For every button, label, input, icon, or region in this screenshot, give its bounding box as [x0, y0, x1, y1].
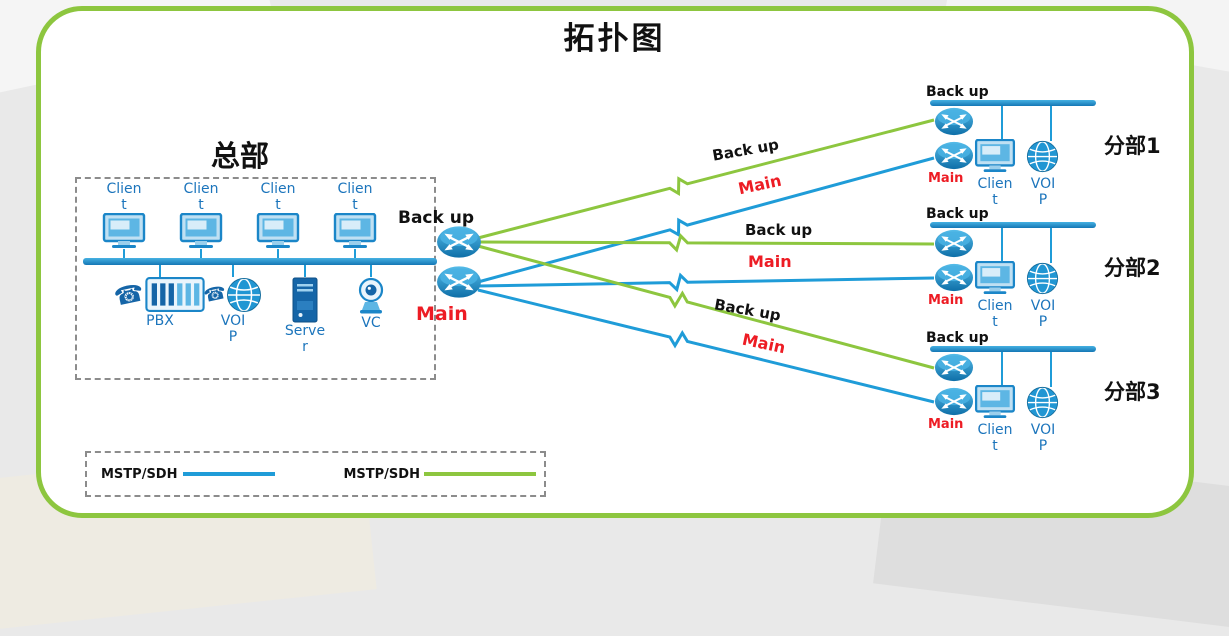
hq-backup-label: Back up — [398, 208, 475, 228]
connector-line — [277, 249, 279, 259]
branch-bus-bar — [930, 346, 1096, 352]
connector-line — [354, 249, 356, 259]
link-label-backup-3: Back up — [712, 295, 783, 325]
branch-client-label: Clien t — [977, 176, 1013, 208]
hq-title: 总部 — [210, 139, 269, 173]
client-computer-icon — [102, 213, 146, 249]
branch-backup-label: Back up — [926, 84, 989, 100]
branch-backup-router-icon — [934, 353, 974, 382]
branch-group-3: Back up Main Clien t VOI P 分部3 — [922, 330, 1184, 455]
hq-client-2: Clien t — [170, 181, 232, 259]
vc-label: VC — [361, 315, 381, 331]
connector-line — [200, 249, 202, 259]
branch-voip-icon — [1026, 386, 1059, 419]
branch-client-icon — [974, 261, 1016, 295]
branch-client-icon — [974, 139, 1016, 173]
connector-line — [1001, 106, 1003, 143]
video-camera-icon — [354, 277, 388, 315]
hq-bus-bar — [83, 258, 437, 265]
connector-line — [123, 249, 125, 259]
branch-name: 分部1 — [1104, 134, 1161, 158]
client-computer-icon — [179, 213, 223, 249]
branch-bus-bar — [930, 100, 1096, 106]
branch-group-1: Back up Main Clien t VOI P 分部1 — [922, 84, 1184, 209]
connector-line — [1050, 228, 1052, 263]
branch-main-label: Main — [928, 293, 964, 308]
pbx-label: PBX — [146, 313, 174, 329]
branch-backup-label: Back up — [926, 330, 989, 346]
hq-vc: VC — [348, 265, 394, 331]
branch-name: 分部2 — [1104, 256, 1161, 280]
link-label-main-1: Main — [736, 170, 784, 199]
link-label-main-2: Main — [748, 252, 792, 271]
branch-main-router-icon — [934, 141, 974, 170]
voip-label: VOI P — [220, 313, 246, 345]
branch-main-label: Main — [928, 171, 964, 186]
legend-backup-line — [423, 472, 536, 476]
branch-client-label: Clien t — [977, 298, 1013, 330]
hq-main-router-icon — [436, 265, 482, 299]
connector-line — [1001, 352, 1003, 389]
hq-group-box — [75, 177, 436, 380]
hq-client-3: Clien t — [247, 181, 309, 259]
client-computer-icon — [333, 213, 377, 249]
connector-line — [1050, 106, 1052, 141]
branch-voip-label: VOI P — [1030, 422, 1056, 454]
hq-client-1: Clien t — [93, 181, 155, 259]
phone-handset-icon: ☎ — [111, 278, 147, 312]
connector-line — [1001, 228, 1003, 265]
server-icon — [292, 277, 318, 323]
hq-backup-router-icon — [436, 225, 482, 259]
legend-backup-label: MSTP/SDH — [343, 466, 420, 482]
diagram-title: 拓扑图 — [563, 21, 666, 57]
branch-name: 分部3 — [1104, 380, 1161, 404]
hq-voip: ☎ VOI P — [201, 265, 263, 345]
link-label-main-3: Main — [740, 329, 788, 358]
pbx-icon — [144, 277, 206, 313]
hq-pbx: ☎ PBX — [108, 265, 212, 329]
branch-voip-icon — [1026, 140, 1059, 173]
branch-main-router-icon — [934, 387, 974, 416]
branch-client-icon — [974, 385, 1016, 419]
client-label: Clien t — [260, 181, 296, 213]
connector-line — [232, 265, 234, 277]
voip-globe-icon — [226, 277, 262, 313]
branch-bus-bar — [930, 222, 1096, 228]
branch-backup-label: Back up — [926, 206, 989, 222]
connector-line — [1050, 352, 1052, 387]
legend-main-line — [183, 472, 276, 476]
branch-voip-icon — [1026, 262, 1059, 295]
legend-box: MSTP/SDH MSTP/SDH — [85, 451, 546, 497]
link-label-backup-2: Back up — [745, 221, 813, 239]
client-label: Clien t — [337, 181, 373, 213]
branch-group-2: Back up Main Clien t VOI P 分部2 — [922, 206, 1184, 331]
topology-stage: 拓扑图 总部 Clien t Clien t Clien t Clien t ☎… — [75, 21, 1184, 497]
branch-backup-router-icon — [934, 229, 974, 258]
hq-main-label: Main — [416, 303, 468, 325]
hq-server: Serve r — [281, 265, 329, 355]
client-computer-icon — [256, 213, 300, 249]
client-label: Clien t — [183, 181, 219, 213]
client-label: Clien t — [106, 181, 142, 213]
server-label: Serve r — [284, 323, 326, 355]
branch-backup-router-icon — [934, 107, 974, 136]
branch-main-label: Main — [928, 417, 964, 432]
branch-voip-label: VOI P — [1030, 176, 1056, 208]
connector-line — [159, 265, 161, 277]
connector-line — [370, 265, 372, 277]
branch-main-router-icon — [934, 263, 974, 292]
legend-main-label: MSTP/SDH — [101, 466, 178, 482]
branch-voip-label: VOI P — [1030, 298, 1056, 330]
hq-client-4: Clien t — [324, 181, 386, 259]
phone-handset-icon: ☎ — [201, 281, 229, 308]
branch-client-label: Clien t — [977, 422, 1013, 454]
connector-line — [304, 265, 306, 277]
link-label-backup-1: Back up — [710, 135, 781, 165]
